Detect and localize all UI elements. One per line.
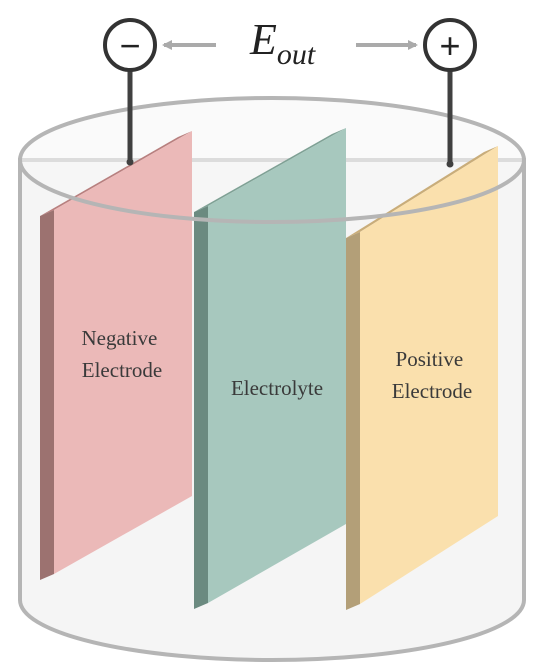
electrolyte-edge	[194, 206, 208, 609]
positive-terminal: +	[423, 18, 477, 72]
minus-icon: −	[119, 25, 140, 66]
plus-icon: +	[439, 25, 460, 66]
output-voltage-label: Eout	[249, 15, 316, 71]
negative-electrode-label-line2: Electrode	[82, 358, 162, 382]
container-rim-front	[18, 159, 526, 224]
output-voltage-symbol: E	[249, 15, 277, 64]
negative-electrode-label-line1: Negative	[81, 326, 157, 350]
negative-electrode-plate: Negative Electrode	[40, 131, 192, 580]
positive-electrode-label: Positive Electrode	[392, 347, 472, 403]
positive-electrode-edge	[346, 232, 360, 610]
output-voltage-subscript: out	[277, 38, 316, 71]
negative-electrode-top	[40, 131, 192, 216]
negative-terminal: −	[103, 18, 157, 72]
negative-electrode-edge	[40, 210, 54, 580]
electrolyte-plate: Electrolyte	[194, 128, 346, 609]
electrolyte-top	[194, 128, 346, 212]
negative-electrode-label: Negative Electrode	[81, 326, 162, 382]
negative-electrode-face	[54, 131, 192, 574]
positive-terminal-circle	[423, 18, 477, 72]
positive-electrode-face	[360, 146, 498, 604]
negative-wire-contact	[126, 158, 134, 166]
negative-terminal-circle	[103, 18, 157, 72]
positive-electrode-label-line2: Electrode	[392, 379, 472, 403]
positive-electrode-label-line1: Positive	[396, 347, 464, 371]
electrolyte-label: Electrolyte	[231, 376, 323, 400]
positive-wire-contact	[446, 160, 454, 168]
container-rim-back-line	[18, 96, 526, 161]
electrolyte-face	[208, 128, 346, 603]
